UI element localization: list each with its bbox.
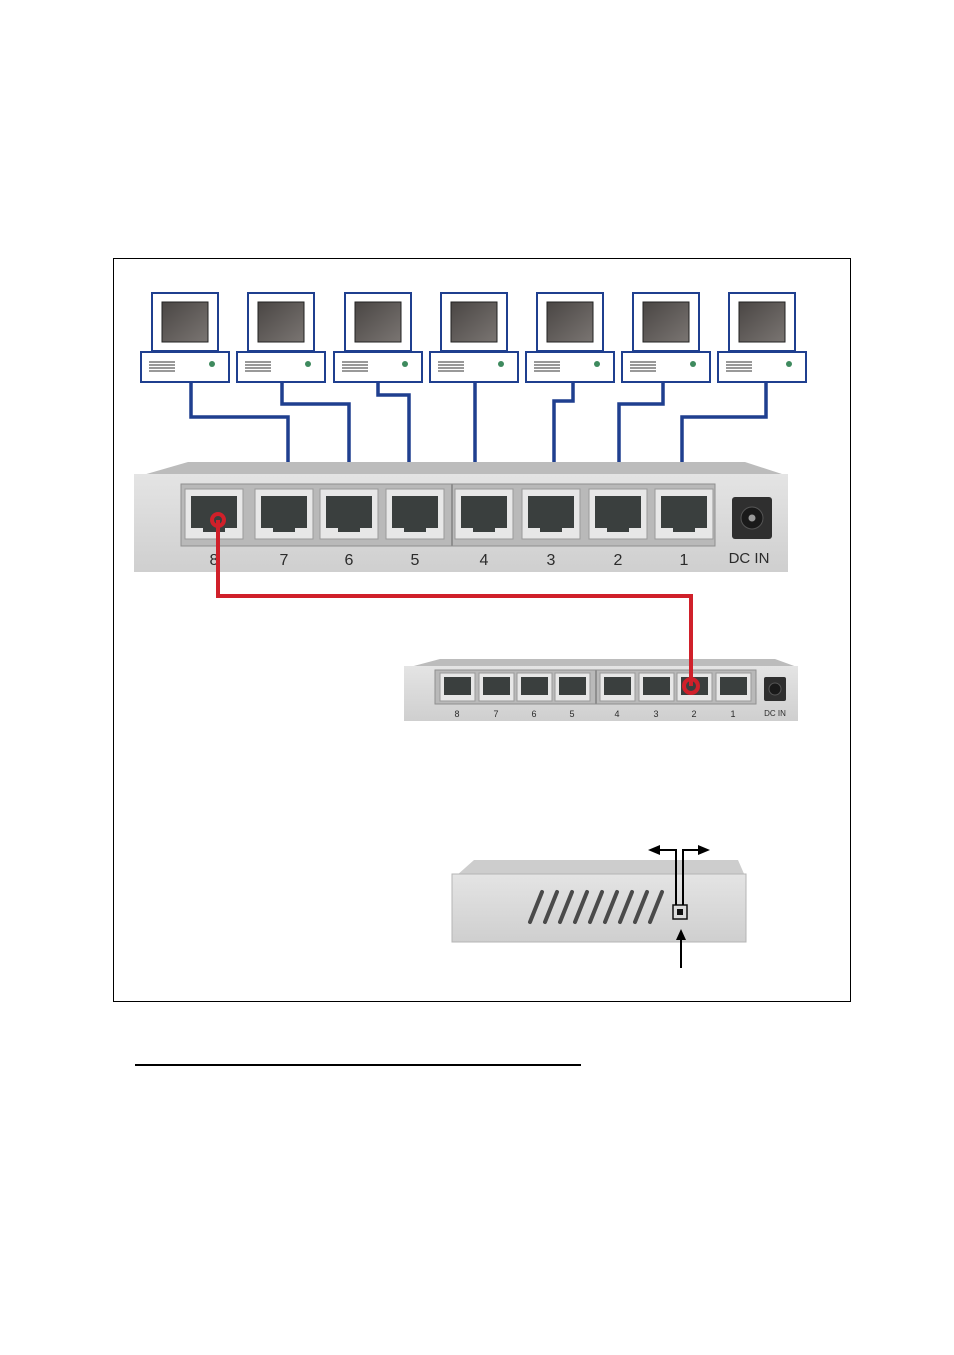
switch-side-panel xyxy=(452,874,746,942)
rj45-port-icon[interactable] xyxy=(589,489,647,539)
rj45-port-icon[interactable] xyxy=(555,673,590,701)
second-switch-power-label: DC IN xyxy=(764,709,786,718)
second-switch: 8 7 6 5 4 3 2 1 DC IN xyxy=(404,659,798,721)
port-label: 3 xyxy=(547,552,556,569)
rj45-port-icon[interactable] xyxy=(517,673,552,701)
port-label: 5 xyxy=(569,709,574,719)
computer-icon xyxy=(141,293,229,382)
rj45-port-icon[interactable] xyxy=(386,489,444,539)
rj45-port-icon[interactable] xyxy=(479,673,514,701)
rj45-port-icon[interactable] xyxy=(639,673,674,701)
port-label: 7 xyxy=(493,709,498,719)
rj45-port-icon[interactable] xyxy=(522,489,580,539)
computer-icon xyxy=(334,293,422,382)
port-label: 4 xyxy=(614,709,619,719)
rj45-port-icon[interactable] xyxy=(255,489,313,539)
computer-icon xyxy=(430,293,518,382)
rj45-port-icon[interactable] xyxy=(440,673,475,701)
port-label: 1 xyxy=(680,552,689,569)
switch-side-view xyxy=(452,845,746,968)
computer-icon xyxy=(526,293,614,382)
port-label: 4 xyxy=(480,552,489,569)
port-label: 8 xyxy=(454,709,459,719)
rj45-port-icon[interactable] xyxy=(655,489,713,539)
port-label: 6 xyxy=(531,709,536,719)
computers-row xyxy=(141,293,806,382)
port-label: 7 xyxy=(280,552,289,569)
rj45-port-icon[interactable] xyxy=(600,673,635,701)
main-switch-top xyxy=(143,462,785,475)
computer-icon xyxy=(718,293,806,382)
section-heading-rule xyxy=(135,1064,581,1066)
rj45-port-icon[interactable] xyxy=(716,673,751,701)
computer-icon xyxy=(237,293,325,382)
rj45-port-icon[interactable] xyxy=(320,489,378,539)
port-label: 6 xyxy=(345,552,354,569)
port-label: 5 xyxy=(411,552,420,569)
dc-power-jack-icon xyxy=(732,497,772,539)
rj45-port-icon[interactable] xyxy=(455,489,513,539)
port-label: 2 xyxy=(691,709,696,719)
port-label: 3 xyxy=(653,709,658,719)
dc-power-jack-icon xyxy=(764,677,786,701)
port-label: 1 xyxy=(730,709,735,719)
main-switch-power-label: DC IN xyxy=(729,550,770,567)
computer-icon xyxy=(622,293,710,382)
port-label: 2 xyxy=(614,552,623,569)
